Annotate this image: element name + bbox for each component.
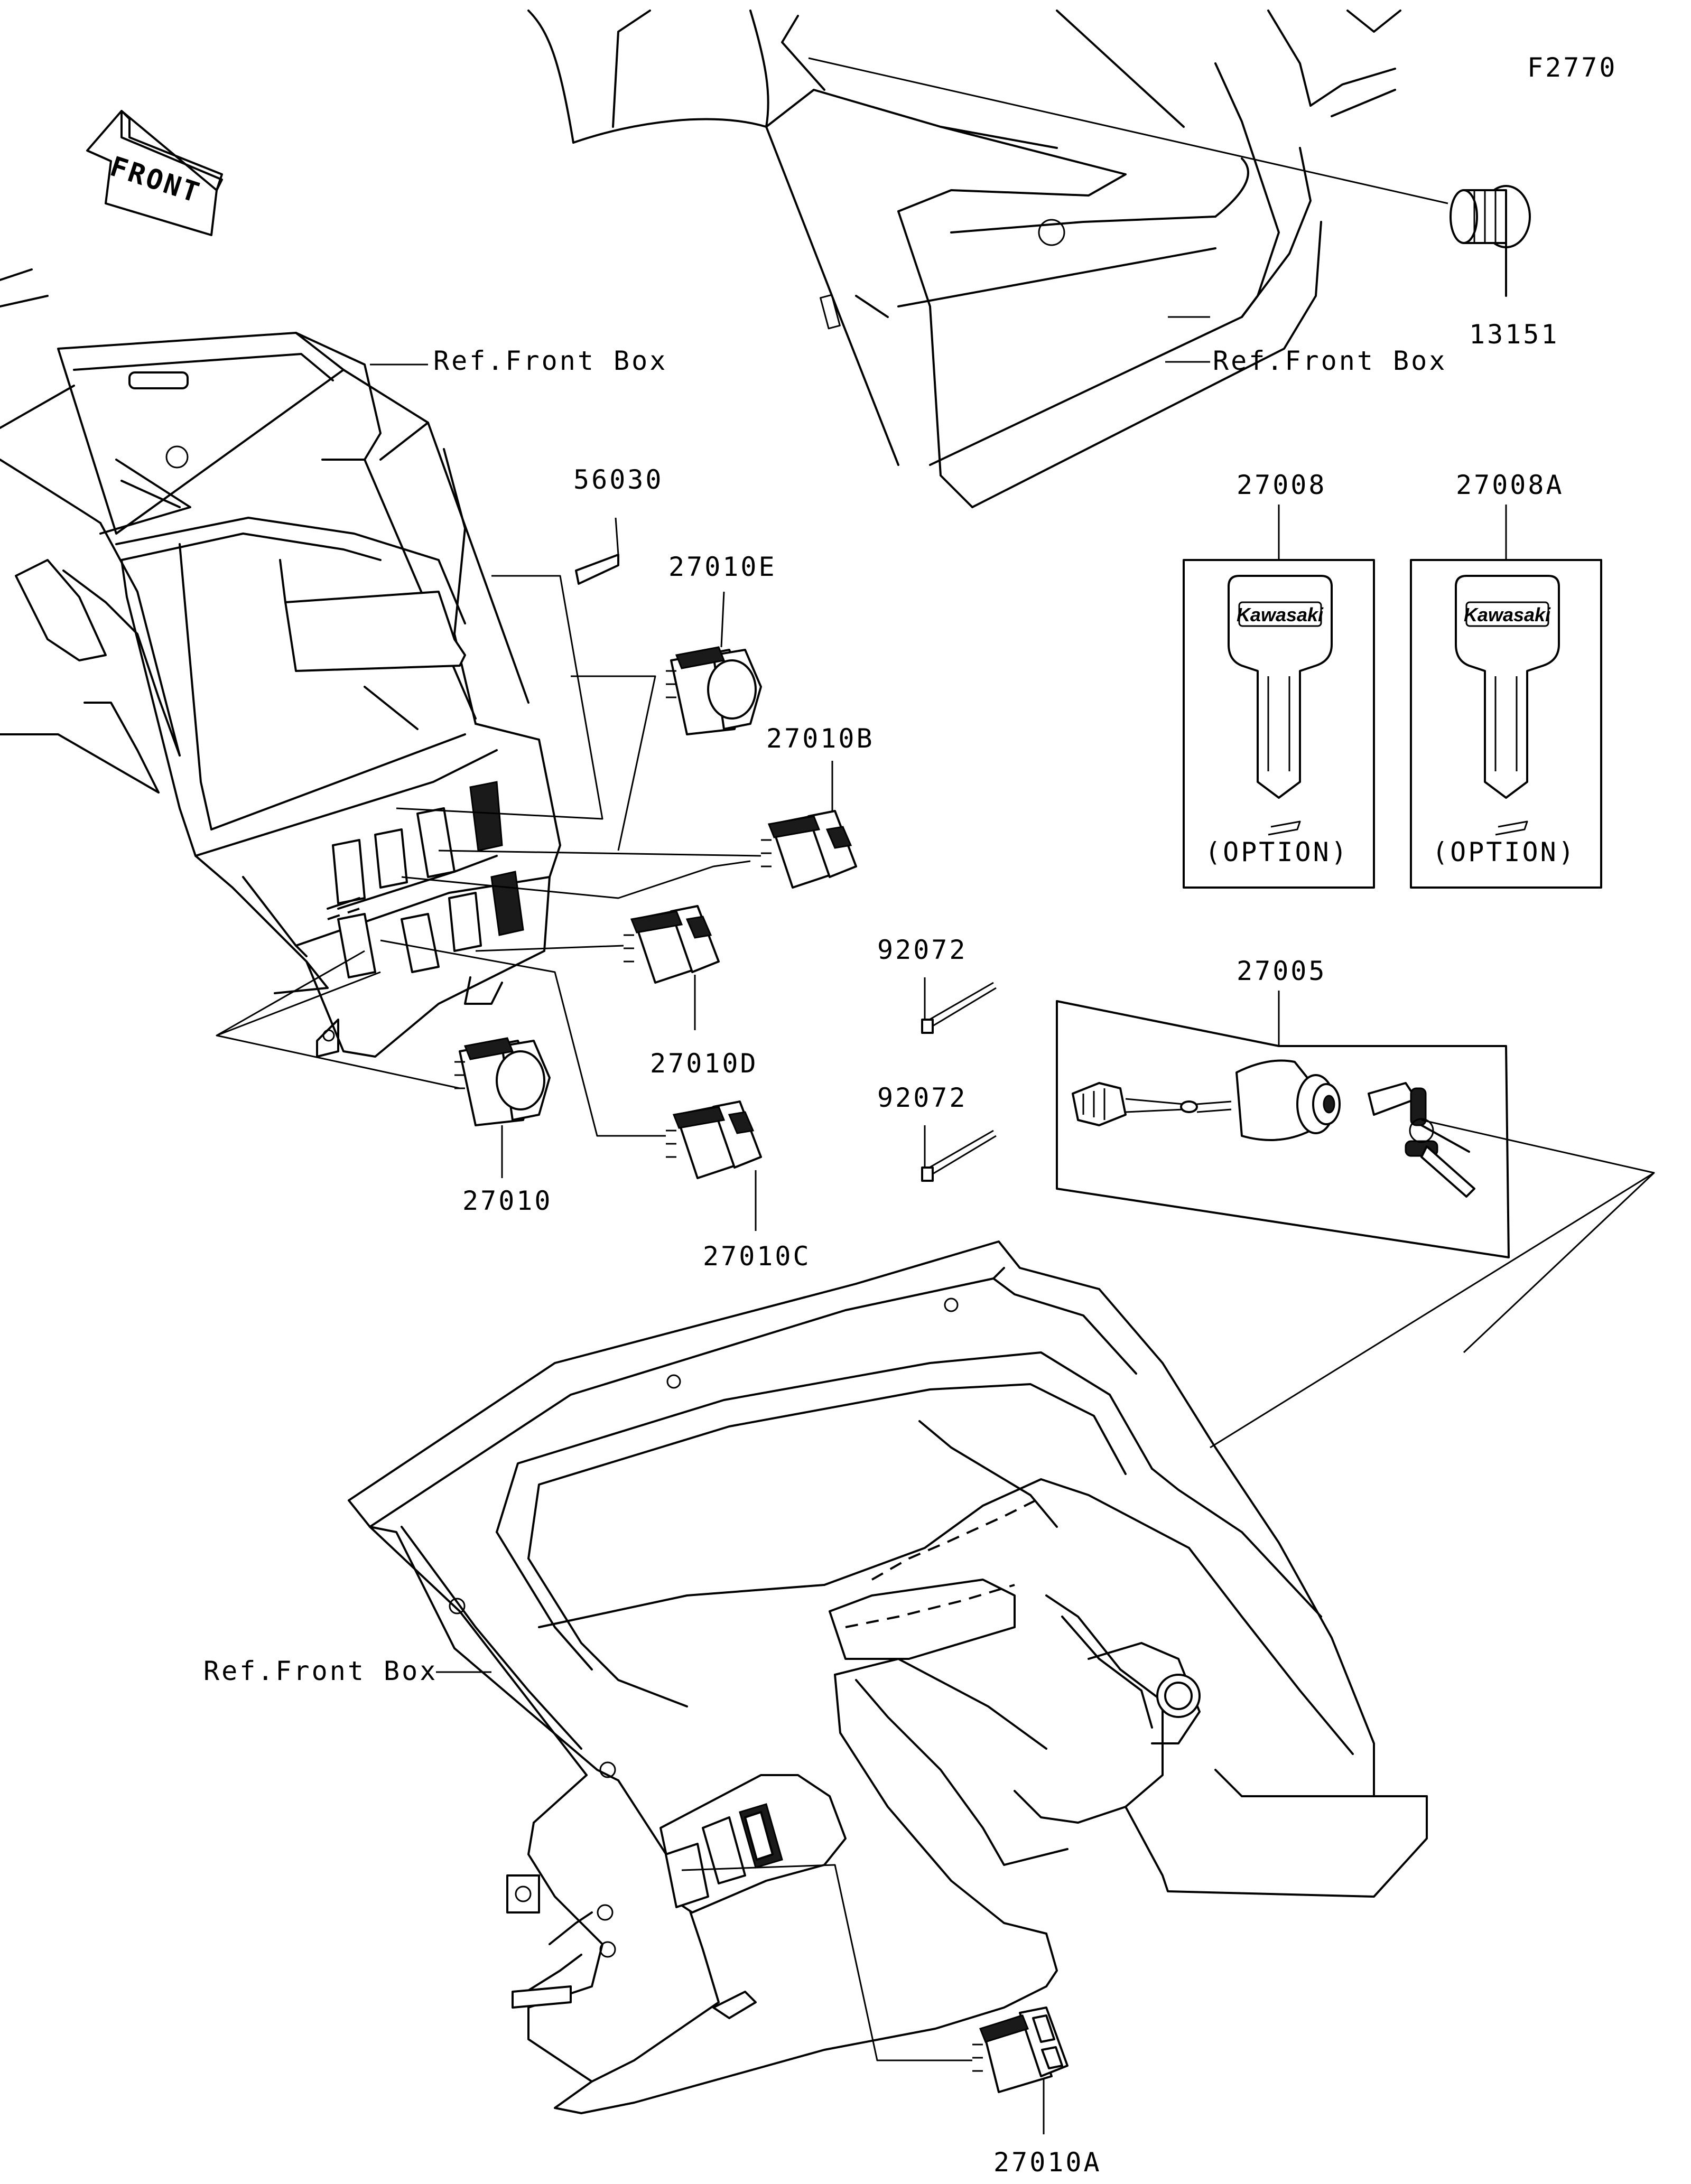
- ignition-switch-27005-box: [1056, 991, 1655, 1354]
- cable-tie-92072-icon: [921, 977, 997, 1034]
- leader-56030: [396, 575, 603, 820]
- label-27010D: 27010D: [650, 1048, 758, 1079]
- switch-27010B-icon: [761, 761, 857, 889]
- label-92072-2: 92072: [877, 1082, 968, 1113]
- socket-13151-icon: [1450, 185, 1531, 297]
- leader-27010B-a: [438, 850, 761, 857]
- label-13151: 13151: [1469, 319, 1559, 350]
- key-brand-text-2: Kawasaki: [1464, 604, 1551, 626]
- key-icon: Kawasaki: [1455, 575, 1560, 799]
- label-ref-front-box-2: Ref.Front Box: [1213, 346, 1447, 376]
- switch-27010E-icon: [666, 591, 762, 735]
- label-ref-front-box-3: Ref.Front Box: [203, 1656, 438, 1686]
- front-box-top: [527, 10, 1401, 508]
- switch-27010D-icon: [624, 905, 720, 1030]
- label-ref-front-box-1: Ref.Front Box: [433, 346, 667, 376]
- leader-27010C: [380, 939, 666, 1137]
- key-27008-box: Kawasaki: [1183, 505, 1375, 889]
- front-box-bottom: [348, 1240, 1428, 2114]
- switch-27010A-icon: [972, 2006, 1069, 2134]
- leader-13151: [808, 57, 1448, 204]
- label-27005: 27005: [1237, 956, 1327, 986]
- key-brand-text: Kawasaki: [1237, 604, 1324, 626]
- leader-27010: [216, 950, 460, 1089]
- front-box-left: [0, 268, 561, 1058]
- label-27010: 27010: [462, 1186, 553, 1216]
- key-27008A-box: Kawasaki: [1410, 505, 1602, 889]
- label-27008: 27008: [1237, 470, 1327, 500]
- label-option-2: (OPTION): [1432, 837, 1576, 867]
- switch-opening-slots: [327, 781, 524, 978]
- part-56030-icon: [575, 517, 619, 585]
- label-92072-1: 92072: [877, 935, 968, 965]
- front-arrow-icon: FRONT: [86, 110, 223, 236]
- cable-tie-92072-icon-2: [921, 1125, 997, 1182]
- label-option-1: (OPTION): [1205, 837, 1349, 867]
- leader-27005-bottom: [1210, 1172, 1655, 1449]
- leader-27010A: [681, 1864, 972, 2061]
- leader-27010-b: [216, 971, 381, 1037]
- label-27010A: 27010A: [993, 2147, 1102, 2178]
- label-27010B: 27010B: [766, 723, 875, 754]
- label-56030: 56030: [573, 464, 664, 495]
- leader-27010D: [475, 945, 624, 952]
- label-27010E: 27010E: [668, 552, 777, 582]
- figure-code: F2770: [1527, 52, 1618, 83]
- label-27008A: 27008A: [1456, 470, 1564, 500]
- leader-27010E: [571, 675, 656, 851]
- key-icon: Kawasaki: [1228, 575, 1333, 799]
- switch-27010-icon: [454, 1037, 551, 1178]
- switch-27010C-icon: [666, 1100, 762, 1231]
- leader-27010B: [401, 860, 751, 899]
- label-27010C: 27010C: [703, 1241, 811, 1272]
